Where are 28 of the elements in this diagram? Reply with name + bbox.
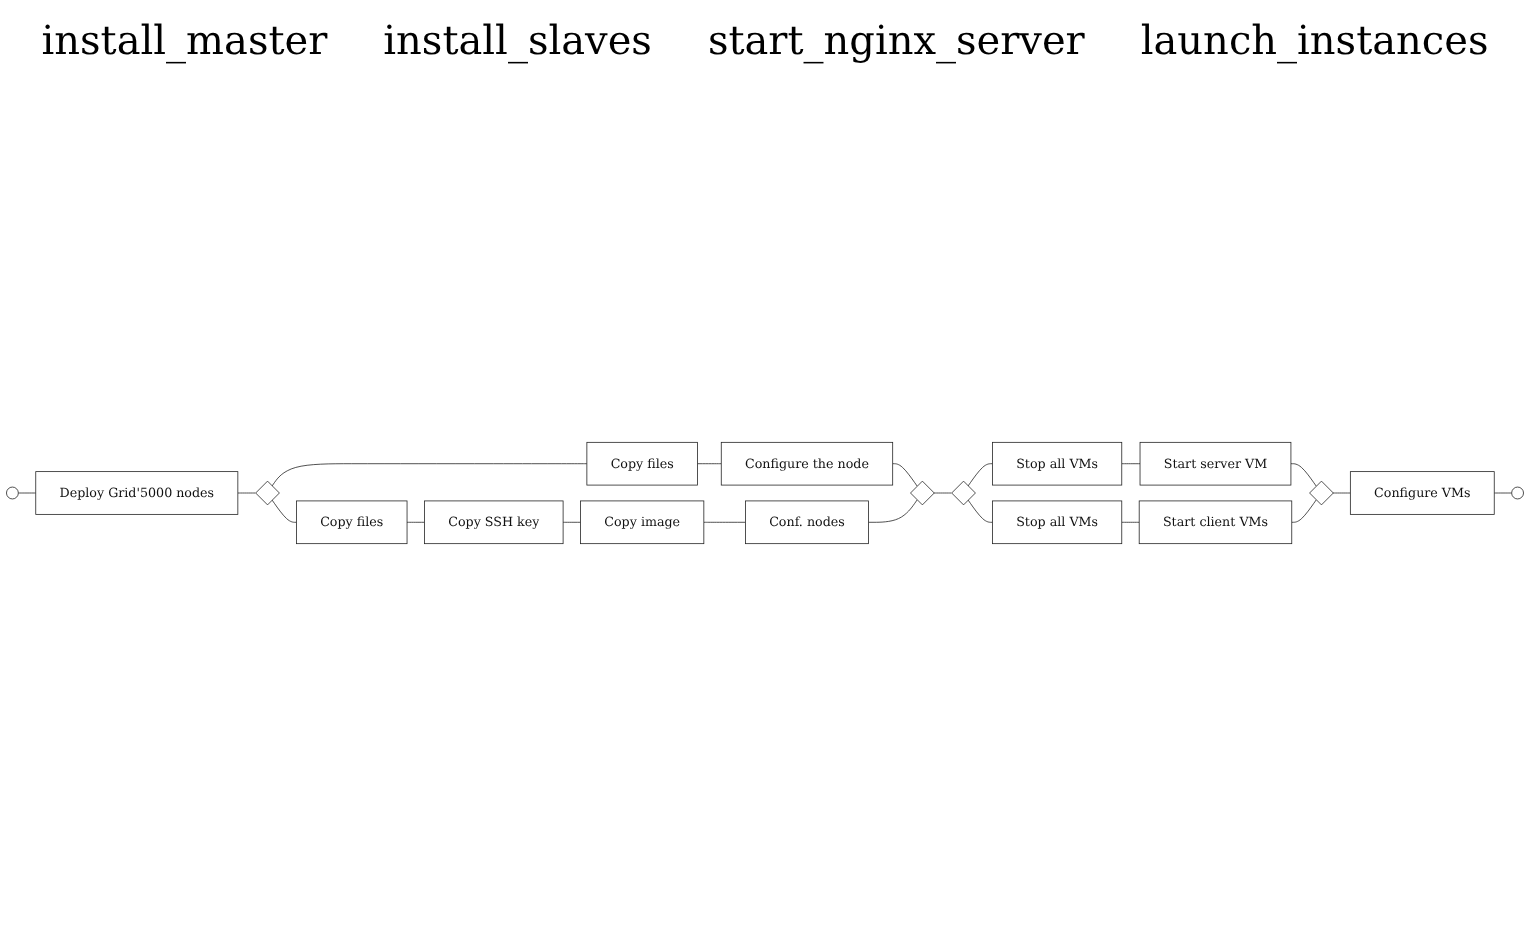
branch-heading: install_slaves: [383, 16, 652, 64]
connector: [1332, 491, 1351, 493]
connector: [697, 462, 722, 464]
node-circle: [6, 485, 19, 499]
connector: [1121, 520, 1140, 522]
connector: [868, 498, 918, 522]
connector: [933, 491, 952, 493]
connector: [1493, 491, 1513, 493]
branch-heading: start_nginx_server: [707, 16, 1085, 64]
node-circle: [1511, 485, 1524, 499]
node-diamond: [910, 479, 935, 505]
connector: [1121, 462, 1141, 464]
connector: [271, 498, 297, 522]
connector: [967, 462, 993, 486]
connector: [1291, 498, 1317, 522]
node-diamond: [255, 479, 280, 505]
connector: [892, 462, 918, 486]
connector: [703, 520, 746, 522]
connector: [967, 498, 993, 522]
connector: [1290, 462, 1317, 486]
connector: [17, 491, 37, 493]
connector: [271, 462, 588, 486]
branch-heading: launch_instances: [1140, 16, 1489, 64]
connector: [562, 520, 581, 522]
node-diamond: [951, 479, 976, 505]
connector: [406, 520, 425, 522]
branch-heading: install_master: [41, 16, 328, 64]
node-diamond: [1309, 479, 1334, 505]
